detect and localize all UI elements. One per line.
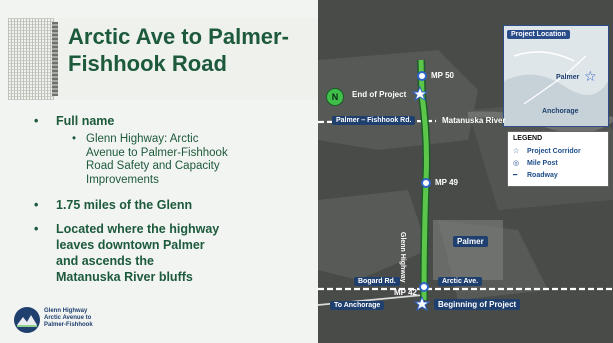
label-end-of-project: End of Project bbox=[352, 90, 407, 99]
bullet-item-length: • 1.75 miles of the Glenn bbox=[34, 197, 193, 213]
bullet-text-line: leaves downtown Palmer bbox=[56, 238, 205, 252]
label-mp42: MP 42 bbox=[394, 288, 417, 297]
glenn-highway-logo: Glenn Highway Arctic Avenue to Palmer-Fi… bbox=[14, 304, 104, 338]
title-accent-bar bbox=[52, 22, 58, 96]
label-palmer-fishhook-rd: Palmer – Fishhook Rd. bbox=[332, 116, 416, 125]
content-panel: Arctic Ave to Palmer- Fishhook Road • Fu… bbox=[0, 0, 318, 343]
label-bogard-rd: Bogard Rd. bbox=[354, 277, 400, 286]
bullet-marker: • bbox=[34, 198, 39, 212]
logo-mark-icon bbox=[14, 307, 40, 333]
location-inset-map: Project Location Palmer ☆ Anchorage bbox=[503, 25, 609, 127]
logo-line-1: Glenn Highway bbox=[44, 308, 88, 314]
corridor-star-icon: ☆ bbox=[513, 148, 520, 155]
inset-label-anchorage: Anchorage bbox=[542, 108, 579, 115]
inset-label-palmer: Palmer bbox=[556, 74, 580, 81]
project-map: N Project Location Palmer ☆ Anchorage LE… bbox=[318, 0, 613, 343]
bullet-item-full-name: • Full name bbox=[34, 113, 115, 129]
label-mp50: MP 50 bbox=[431, 71, 454, 80]
bullet-text: 1.75 miles of the Glenn bbox=[56, 198, 193, 212]
label-palmer: Palmer bbox=[453, 236, 488, 247]
map-legend: LEGEND ☆Project Corridor ◎Mile Post ━Roa… bbox=[507, 131, 609, 187]
inset-terrain bbox=[504, 51, 608, 126]
slide-title: Arctic Ave to Palmer- Fishhook Road bbox=[68, 23, 318, 77]
roadway-line-icon: ━ bbox=[513, 172, 518, 179]
label-to-anchorage: To Anchorage bbox=[330, 301, 385, 310]
title-line-1: Arctic Ave to Palmer- bbox=[68, 24, 289, 49]
bullet-text: Full name bbox=[56, 114, 115, 128]
sub-bullet-line: Avenue to Palmer-Fishhook bbox=[86, 146, 228, 159]
inset-star-icon: ☆ bbox=[584, 68, 597, 84]
label-matanuska-river: Matanuska River bbox=[442, 116, 506, 125]
logo-line-3: Palmer-Fishhook bbox=[44, 322, 93, 328]
sub-bullet-line: Road Safety and Capacity bbox=[86, 160, 220, 172]
sub-bullet-line: Glenn Highway: Arctic bbox=[86, 133, 199, 145]
north-arrow-icon: N bbox=[326, 88, 344, 106]
sub-bullet-item: • Glenn Highway: Arctic Avenue to Palmer… bbox=[72, 133, 296, 187]
legend-item-corridor: ☆Project Corridor bbox=[513, 148, 581, 155]
bullet-item-location: • Located where the highway leaves downt… bbox=[34, 221, 220, 285]
sub-bullet-line: Improvements bbox=[86, 173, 159, 186]
legend-title: LEGEND bbox=[513, 135, 543, 142]
sub-bullet-marker: • bbox=[72, 133, 77, 145]
legend-item-roadway: ━Roadway bbox=[513, 172, 558, 179]
title-line-2: Fishhook Road bbox=[68, 51, 227, 76]
bullet-text-line: and ascends the bbox=[56, 254, 154, 268]
legend-item-milepost: ◎Mile Post bbox=[513, 160, 558, 167]
inset-title: Project Location bbox=[507, 30, 570, 39]
milepost-icon: ◎ bbox=[513, 160, 520, 167]
label-arctic-ave: Arctic Ave. bbox=[438, 277, 483, 286]
title-band: Arctic Ave to Palmer- Fishhook Road bbox=[8, 18, 318, 100]
logo-line-2: Arctic Avenue to bbox=[44, 315, 92, 321]
bullet-marker: • bbox=[34, 222, 39, 236]
label-beginning-of-project: Beginning of Project bbox=[434, 299, 521, 310]
label-mp49: MP 49 bbox=[435, 178, 458, 187]
logo-wordmark: Glenn Highway Arctic Avenue to Palmer-Fi… bbox=[44, 308, 93, 329]
bullet-text-line: Located where the highway bbox=[56, 222, 220, 236]
label-glenn-highway: Glenn Highway bbox=[399, 232, 406, 283]
title-pattern-decoration bbox=[8, 18, 54, 100]
bullet-text-line: Matanuska River bluffs bbox=[56, 270, 193, 284]
bullet-marker: • bbox=[34, 114, 39, 128]
